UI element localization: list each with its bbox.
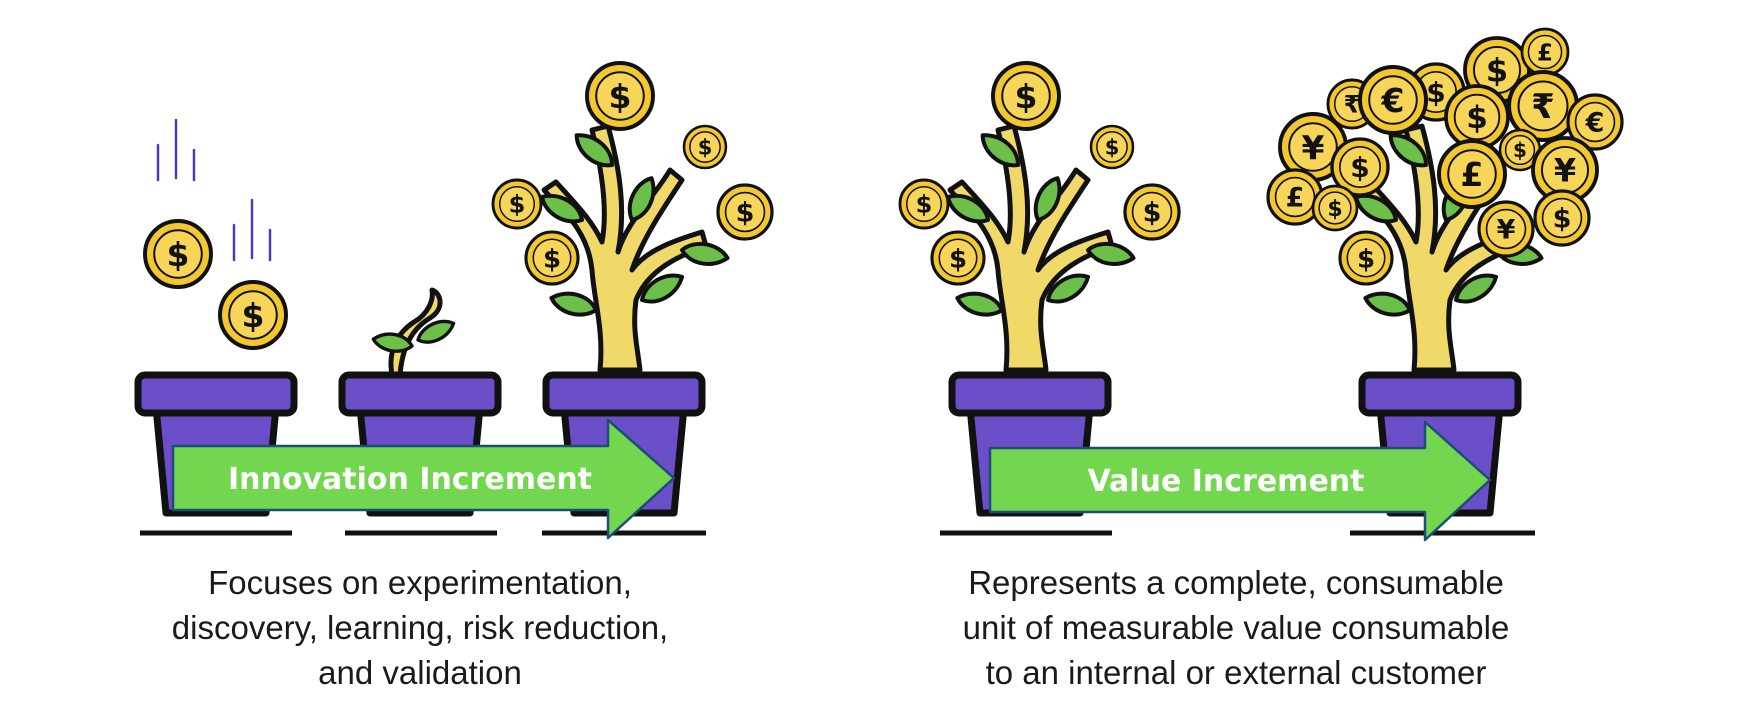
caption-line: and validation — [318, 654, 522, 691]
arrow-label: Value Increment — [1087, 464, 1364, 499]
coin-dollar-icon: $ — [1089, 124, 1135, 170]
svg-text:$: $ — [1553, 204, 1572, 235]
coin-dollar-icon: $ — [491, 178, 543, 230]
value-caption: Represents a complete, consumable unit o… — [916, 560, 1556, 695]
coin-dollar-icon: $ — [585, 61, 655, 131]
caption-line: to an internal or external customer — [985, 654, 1487, 691]
svg-text:$: $ — [509, 191, 526, 219]
coin-euro-icon: € — [1566, 93, 1624, 151]
coin-dollar-icon: $ — [930, 230, 986, 286]
coin-group-left: $ $ $ $ $ $ $ — [143, 61, 774, 350]
svg-text:$: $ — [1426, 76, 1445, 109]
coin-dollar-icon: $ — [1498, 128, 1542, 172]
svg-text:₹: ₹ — [1344, 91, 1361, 119]
svg-text:$: $ — [609, 77, 632, 116]
svg-text:$: $ — [1105, 136, 1120, 160]
svg-text:¥: ¥ — [1302, 128, 1325, 167]
coin-dollar-icon: $ — [898, 178, 950, 230]
svg-text:€: € — [1585, 108, 1605, 139]
svg-text:$: $ — [1513, 138, 1527, 162]
right-panel: $$$$$$$₹€$£₹$€$¥$£¥£$¥$ Value Increment — [898, 27, 1624, 542]
coin-pound-icon: £ — [1437, 139, 1507, 209]
svg-text:$: $ — [1357, 244, 1375, 274]
coin-dollar-icon: $ — [682, 124, 728, 170]
coin-dollar-icon: $ — [1338, 230, 1394, 286]
svg-text:€: € — [1381, 81, 1405, 120]
svg-text:$: $ — [1327, 197, 1342, 222]
svg-text:$: $ — [1486, 52, 1508, 90]
svg-text:$: $ — [543, 244, 561, 274]
caption-line: Represents a complete, consumable — [968, 564, 1504, 601]
coin-dollar-icon: $ — [1444, 84, 1510, 150]
svg-text:$: $ — [736, 198, 755, 229]
coin-dollar-icon: $ — [716, 183, 774, 241]
coin-dollar-icon: $ — [1330, 137, 1390, 197]
svg-text:$: $ — [1143, 198, 1162, 229]
svg-text:$: $ — [167, 235, 190, 274]
left-panel: $ $ $ $ $ $ $ Innovation Increment — [138, 61, 774, 540]
coin-yen-icon: ¥ — [1531, 136, 1599, 204]
sprout — [369, 287, 459, 378]
coin-dollar-icon: $ — [1311, 184, 1359, 232]
svg-text:£: £ — [1537, 40, 1553, 66]
coin-dollar-icon: $ — [143, 219, 213, 289]
innovation-increment-arrow: Innovation Increment — [171, 418, 676, 540]
falling-lines-icon — [156, 118, 272, 262]
svg-text:£: £ — [1286, 183, 1305, 214]
svg-text:$: $ — [698, 136, 713, 160]
svg-text:$: $ — [916, 191, 933, 219]
svg-text:£: £ — [1461, 155, 1484, 194]
value-increment-arrow: Value Increment — [988, 420, 1492, 542]
coin-pound-icon: £ — [1266, 168, 1324, 226]
svg-text:$: $ — [949, 244, 967, 274]
arrow-label: Innovation Increment — [228, 462, 592, 497]
svg-text:$: $ — [1350, 151, 1369, 184]
svg-text:₹: ₹ — [1531, 87, 1555, 127]
svg-text:¥: ¥ — [1554, 152, 1576, 190]
svg-text:$: $ — [1015, 77, 1038, 116]
coin-dollar-icon: $ — [1123, 183, 1181, 241]
caption-line: Focuses on experimentation, — [208, 564, 632, 601]
coin-dollar-icon: $ — [991, 61, 1061, 131]
svg-text:$: $ — [242, 296, 265, 335]
svg-text:$: $ — [1466, 100, 1488, 136]
innovation-caption: Focuses on experimentation, discovery, l… — [100, 560, 740, 695]
coin-dollar-icon: $ — [1533, 189, 1591, 247]
coin-euro-icon: € — [1358, 65, 1428, 135]
svg-text:¥: ¥ — [1497, 215, 1516, 246]
coin-pound-icon: £ — [1520, 27, 1570, 77]
coin-dollar-icon: $ — [524, 230, 580, 286]
coin-yen-icon: ¥ — [1477, 200, 1535, 258]
coin-dollar-icon: $ — [218, 280, 288, 350]
caption-line: unit of measurable value consumable — [962, 609, 1510, 646]
caption-line: discovery, learning, risk reduction, — [171, 609, 669, 646]
coin-group-right: $$$$$$$₹€$£₹$€$¥$£¥£$¥$ — [898, 27, 1624, 286]
